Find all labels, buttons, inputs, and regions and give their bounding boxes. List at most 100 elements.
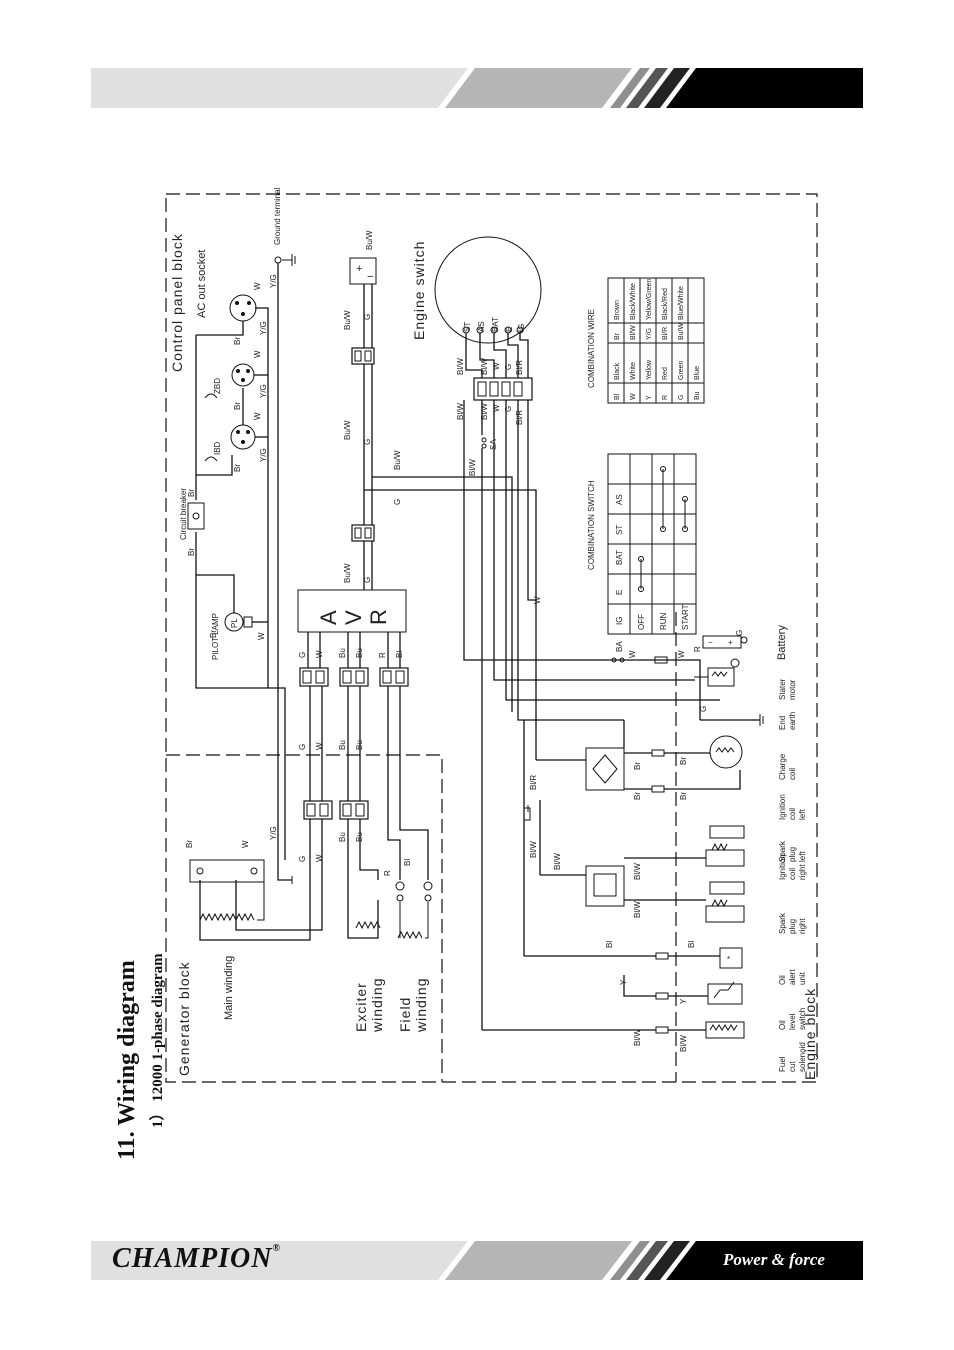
svg-text:Bu: Bu — [694, 391, 701, 400]
svg-text:W: W — [257, 632, 266, 640]
control-panel-label: Control panel block — [169, 233, 185, 372]
ground-terminal: Ground terminal — [273, 187, 296, 266]
svg-text:W: W — [315, 854, 324, 862]
svg-text:Oil: Oil — [778, 1020, 787, 1030]
svg-text:earth: earth — [788, 712, 797, 730]
generator-block-label: Generator block — [176, 961, 192, 1076]
svg-text:Br: Br — [633, 792, 642, 800]
svg-text:Br: Br — [187, 489, 196, 497]
svg-text:W: W — [315, 742, 324, 750]
svg-text:Y/G: Y/G — [259, 448, 268, 462]
svg-text:IBD: IBD — [213, 441, 222, 455]
connector-buw-g — [351, 347, 375, 365]
ac-socket-3 — [230, 424, 256, 450]
svg-text:R: R — [383, 870, 392, 876]
svg-text:Exciter: Exciter — [353, 982, 369, 1032]
control-panel-wires: Br Br Br Br Br W W W Y/G Y/G Y/G Y/G Br … — [187, 263, 293, 884]
fuel-cut-solenoid: Bl/W Bl/W Fuel cut solenoid — [482, 1021, 807, 1072]
svg-text:Bu: Bu — [355, 648, 364, 658]
slogan: Power & force — [723, 1250, 825, 1269]
svg-text:Bl: Bl — [687, 941, 696, 948]
svg-text:Bl/W: Bl/W — [633, 901, 642, 918]
svg-text:Bu/W: Bu/W — [343, 420, 352, 440]
engine-block-wires: Bl/R Bl/W — [523, 659, 701, 956]
svg-text:W: W — [630, 393, 637, 400]
svg-text:alert: alert — [788, 969, 797, 985]
svg-text:Y/G: Y/G — [269, 274, 278, 288]
svg-text:Engine switch: Engine switch — [411, 241, 427, 340]
svg-text:Bl/W: Bl/W — [679, 1035, 688, 1052]
ignition-module: Bl/W Bl/W Bl/W — [540, 853, 706, 918]
svg-text:AS: AS — [477, 321, 486, 332]
cs-col-IG: IG — [615, 617, 624, 625]
svg-text:Oil: Oil — [778, 975, 787, 985]
svg-text:R: R — [693, 646, 702, 652]
svg-text:W: W — [253, 412, 262, 420]
svg-text:W: W — [492, 362, 501, 370]
connector-avr-3 — [379, 667, 409, 687]
svg-text:G: G — [298, 652, 307, 658]
ac-socket-2 — [231, 363, 255, 387]
cs-row-RUN: RUN — [659, 612, 668, 630]
svg-text:COMBINATION SWITCH: COMBINATION SWITCH — [587, 480, 596, 570]
svg-text:Spark: Spark — [778, 912, 787, 934]
oil-alert-unit: * Bl Bl Oil alert unit — [524, 941, 807, 985]
svg-text:winding: winding — [369, 978, 385, 1033]
svg-text:Bl/R: Bl/R — [529, 775, 538, 790]
logo-text: CHAMPION — [112, 1243, 273, 1274]
svg-text:Bu: Bu — [338, 648, 347, 658]
svg-text:Bl/W: Bl/W — [456, 403, 465, 420]
svg-text:Red: Red — [662, 367, 669, 380]
svg-text:Br: Br — [233, 337, 242, 345]
svg-text:Bu/W: Bu/W — [678, 322, 685, 340]
svg-text:Main winding: Main winding — [223, 956, 235, 1020]
svg-text:−: − — [367, 271, 373, 283]
svg-text:Black: Black — [614, 362, 621, 380]
svg-text:Bu: Bu — [355, 740, 364, 750]
svg-text:BA: BA — [615, 641, 624, 652]
svg-text:Y: Y — [619, 979, 628, 985]
svg-text:Bu/W: Bu/W — [343, 310, 352, 330]
engine-switch-connector — [473, 377, 533, 401]
connector-gen-1 — [303, 800, 333, 820]
svg-text:Stater: Stater — [778, 678, 787, 700]
engine-switch: ST AS BAT E IG — [434, 236, 542, 344]
cs-row-START: START — [681, 604, 690, 630]
svg-text:G: G — [735, 630, 744, 636]
svg-text:G: G — [363, 314, 372, 320]
svg-text:plug: plug — [788, 847, 797, 862]
svg-text:R: R — [366, 609, 391, 625]
svg-text:unit: unit — [798, 971, 807, 985]
svg-text:Y/G: Y/G — [646, 328, 653, 340]
svg-text:Br: Br — [209, 630, 218, 638]
svg-text:W: W — [677, 650, 686, 658]
svg-text:G: G — [298, 856, 307, 862]
svg-text:+: + — [356, 263, 362, 275]
svg-text:Bl/W: Bl/W — [456, 358, 465, 375]
svg-text:solenoid: solenoid — [798, 1042, 807, 1072]
svg-text:Bl: Bl — [605, 941, 614, 948]
svg-text:Br: Br — [187, 548, 196, 556]
svg-text:W: W — [533, 596, 542, 604]
diagram-frame — [165, 193, 818, 1083]
cs-col-BAT: BAT — [615, 550, 624, 565]
svg-text:Ignition: Ignition — [778, 854, 787, 880]
svg-text:SA: SA — [489, 439, 498, 450]
svg-text:W: W — [492, 404, 501, 412]
svg-text:Bu/W: Bu/W — [343, 563, 352, 583]
exciter-winding: Exciter winding — [353, 881, 405, 1033]
svg-text:W: W — [628, 650, 637, 658]
svg-text:W: W — [315, 650, 324, 658]
ac-socket-1 — [229, 294, 257, 322]
header-banner — [91, 68, 863, 108]
svg-text:Field: Field — [397, 997, 413, 1032]
svg-text:Blue: Blue — [694, 366, 701, 380]
svg-text:End: End — [778, 716, 787, 730]
main-winding: Main winding — [199, 882, 265, 1020]
svg-text:Bu/W: Bu/W — [365, 230, 374, 250]
svg-text:G: G — [298, 744, 307, 750]
svg-text:Fuel: Fuel — [778, 1056, 787, 1072]
svg-text:Blue/White: Blue/White — [678, 286, 685, 320]
